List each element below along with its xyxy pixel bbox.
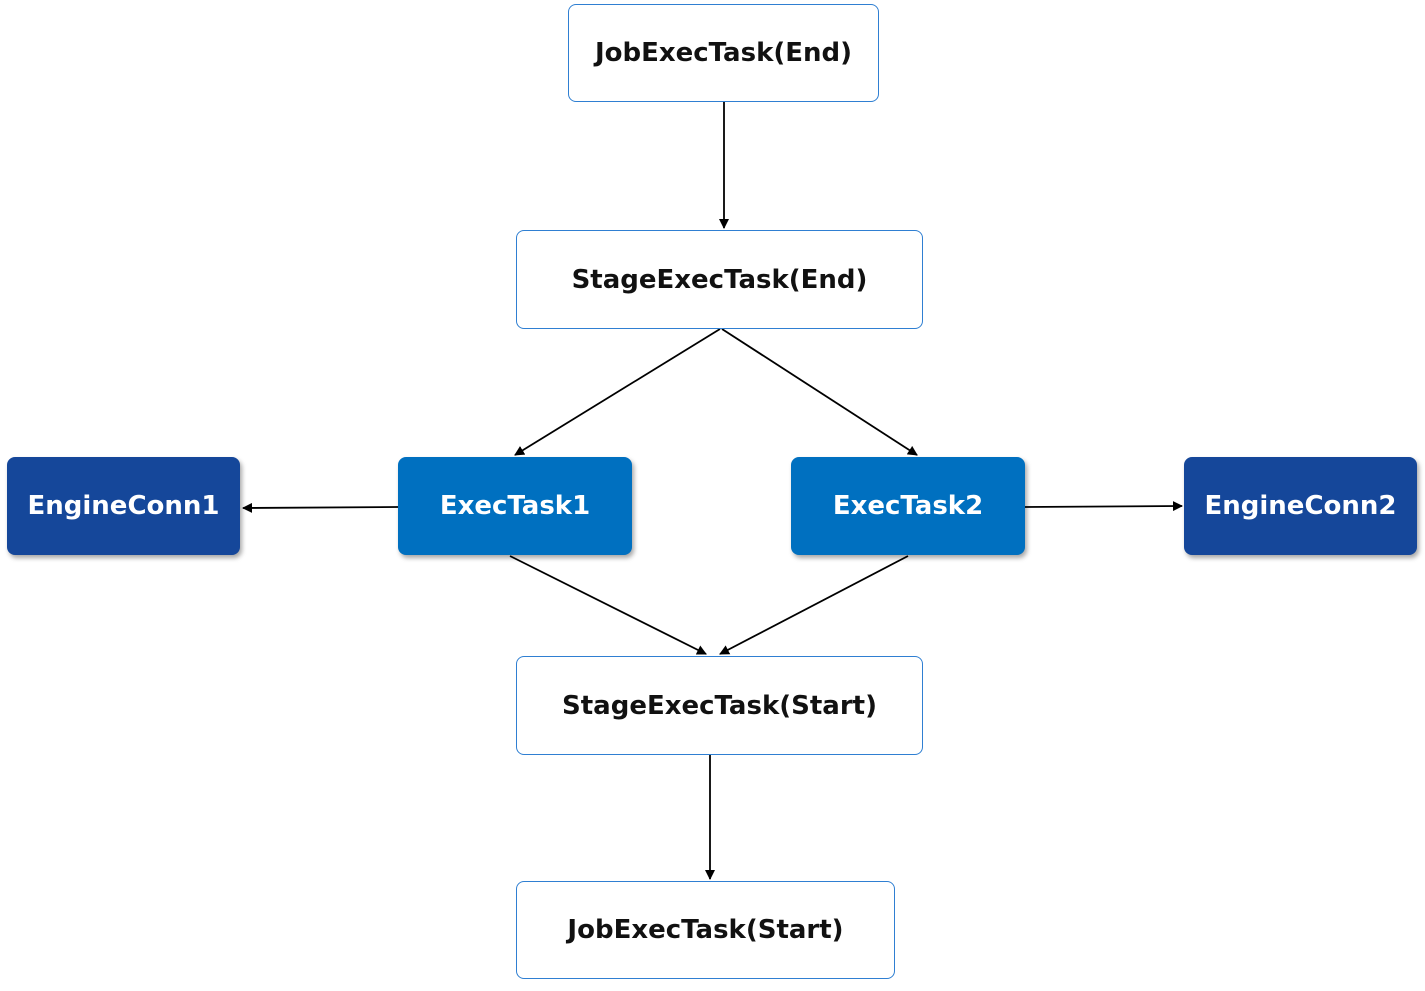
edge-exec-task-1-to-stage-start	[509, 555, 707, 655]
edge-stage-end-to-exec-task-1	[514, 328, 721, 456]
node-label: JobExecTask(End)	[594, 38, 853, 68]
node-label: ExecTask1	[439, 491, 591, 521]
node-label: ExecTask2	[832, 491, 984, 521]
node-engine-conn-1: EngineConn1	[7, 457, 240, 555]
node-stage-exec-task-end: StageExecTask(End)	[516, 230, 923, 329]
node-label: StageExecTask(End)	[571, 264, 868, 295]
node-job-exec-task-start: JobExecTask(Start)	[516, 881, 895, 979]
node-engine-conn-2: EngineConn2	[1184, 457, 1417, 555]
node-job-exec-task-end: JobExecTask(End)	[568, 4, 879, 102]
edge-exec-task-2-to-engine-conn-2	[1024, 501, 1183, 512]
node-exec-task-1: ExecTask1	[398, 457, 632, 555]
node-label: EngineConn1	[27, 491, 220, 521]
node-label: JobExecTask(Start)	[567, 915, 844, 945]
edge-exec-task-2-to-stage-start	[719, 555, 909, 655]
edge-stage-end-to-exec-task-2	[721, 328, 918, 456]
node-exec-task-2: ExecTask2	[791, 457, 1025, 555]
edge-exec-task-1-to-engine-conn-1	[242, 502, 399, 513]
node-stage-exec-task-start: StageExecTask(Start)	[516, 656, 923, 755]
node-label: StageExecTask(Start)	[562, 690, 877, 721]
node-label: EngineConn2	[1204, 491, 1397, 521]
